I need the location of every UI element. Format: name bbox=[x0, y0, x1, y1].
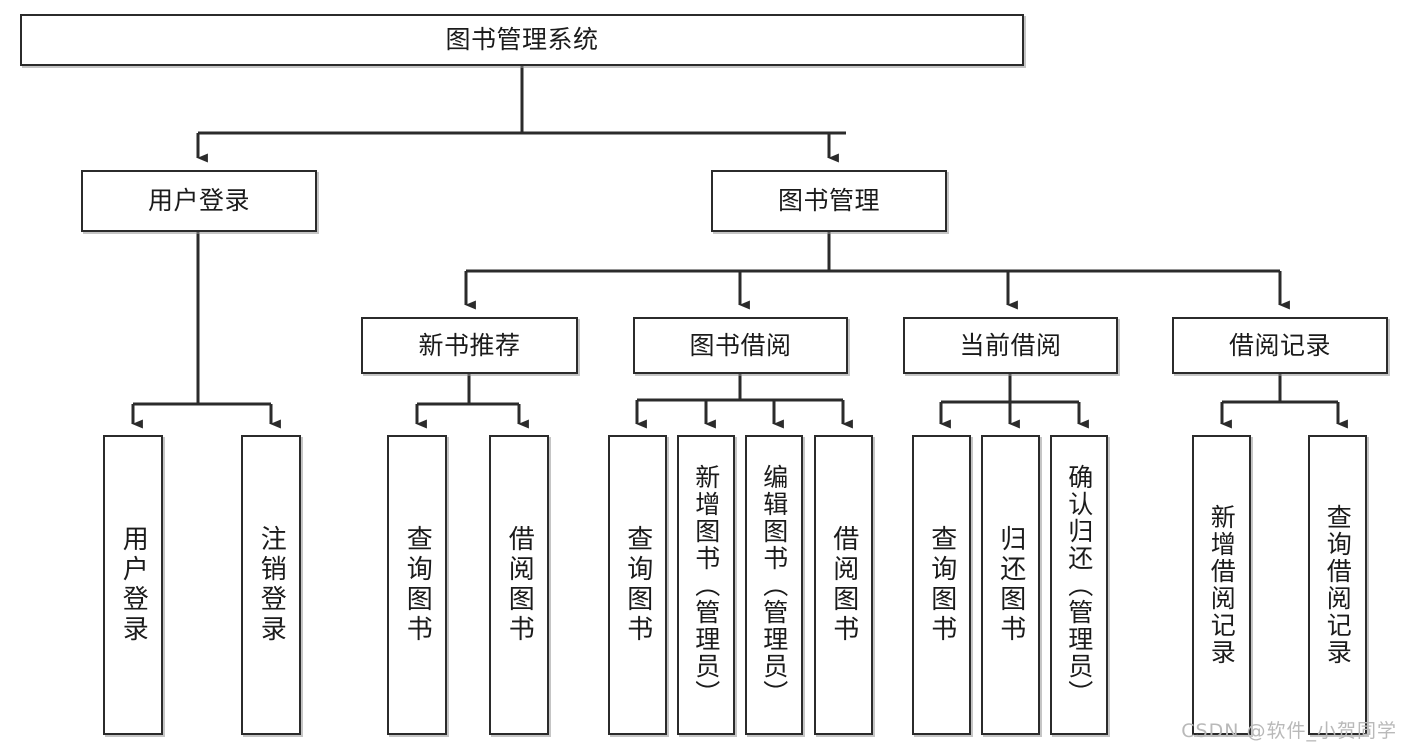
node-book-borrow[interactable]: 图书借阅 bbox=[633, 317, 848, 374]
leaf-current-confirm-return-label: 确认归还（管理员） bbox=[1064, 463, 1094, 707]
leaf-user-logout-label: 注销登录 bbox=[256, 525, 287, 645]
leaf-user-login[interactable]: 用户登录 bbox=[103, 435, 163, 735]
leaf-new-book-borrow-label: 借阅图书 bbox=[504, 525, 535, 645]
node-user-login-label: 用户登录 bbox=[147, 186, 250, 216]
leaf-record-add[interactable]: 新增借阅记录 bbox=[1192, 435, 1251, 735]
leaf-record-query-label: 查询借阅记录 bbox=[1323, 504, 1353, 666]
leaf-borrow-borrow-book[interactable]: 借阅图书 bbox=[814, 435, 873, 735]
node-user-login[interactable]: 用户登录 bbox=[81, 170, 317, 232]
leaf-current-confirm-return[interactable]: 确认归还（管理员） bbox=[1050, 435, 1108, 735]
node-borrow-record-label: 借阅记录 bbox=[1228, 330, 1331, 360]
leaf-borrow-edit-book-label: 编辑图书（管理员） bbox=[759, 463, 789, 707]
node-root[interactable]: 图书管理系统 bbox=[20, 14, 1024, 66]
leaf-borrow-query-book[interactable]: 查询图书 bbox=[608, 435, 667, 735]
leaf-borrow-add-book-label: 新增图书（管理员） bbox=[691, 463, 721, 707]
leaf-record-add-label: 新增借阅记录 bbox=[1207, 504, 1237, 666]
leaf-user-login-label: 用户登录 bbox=[118, 525, 149, 645]
node-new-book-recommend-label: 新书推荐 bbox=[418, 330, 521, 360]
node-current-borrow-label: 当前借阅 bbox=[959, 330, 1062, 360]
node-book-borrow-label: 图书借阅 bbox=[689, 330, 792, 360]
leaf-current-return-book[interactable]: 归还图书 bbox=[981, 435, 1040, 735]
leaf-new-book-query-label: 查询图书 bbox=[402, 525, 433, 645]
node-current-borrow[interactable]: 当前借阅 bbox=[903, 317, 1118, 374]
leaf-record-query[interactable]: 查询借阅记录 bbox=[1308, 435, 1367, 735]
csdn-watermark: CSDN @软件_小贺同学 bbox=[1181, 720, 1397, 742]
leaf-user-logout[interactable]: 注销登录 bbox=[241, 435, 301, 735]
leaf-borrow-add-book[interactable]: 新增图书（管理员） bbox=[677, 435, 735, 735]
node-root-label: 图书管理系统 bbox=[445, 25, 599, 55]
leaf-borrow-edit-book[interactable]: 编辑图书（管理员） bbox=[745, 435, 803, 735]
leaf-new-book-borrow[interactable]: 借阅图书 bbox=[489, 435, 549, 735]
node-book-management[interactable]: 图书管理 bbox=[711, 170, 947, 232]
leaf-borrow-borrow-book-label: 借阅图书 bbox=[828, 525, 859, 645]
leaf-current-query-book-label: 查询图书 bbox=[926, 525, 957, 645]
node-borrow-record[interactable]: 借阅记录 bbox=[1172, 317, 1388, 374]
leaf-borrow-query-book-label: 查询图书 bbox=[622, 525, 653, 645]
node-new-book-recommend[interactable]: 新书推荐 bbox=[361, 317, 578, 374]
leaf-current-return-book-label: 归还图书 bbox=[995, 525, 1026, 645]
leaf-new-book-query[interactable]: 查询图书 bbox=[387, 435, 447, 735]
leaf-current-query-book[interactable]: 查询图书 bbox=[912, 435, 971, 735]
node-book-management-label: 图书管理 bbox=[777, 186, 880, 216]
